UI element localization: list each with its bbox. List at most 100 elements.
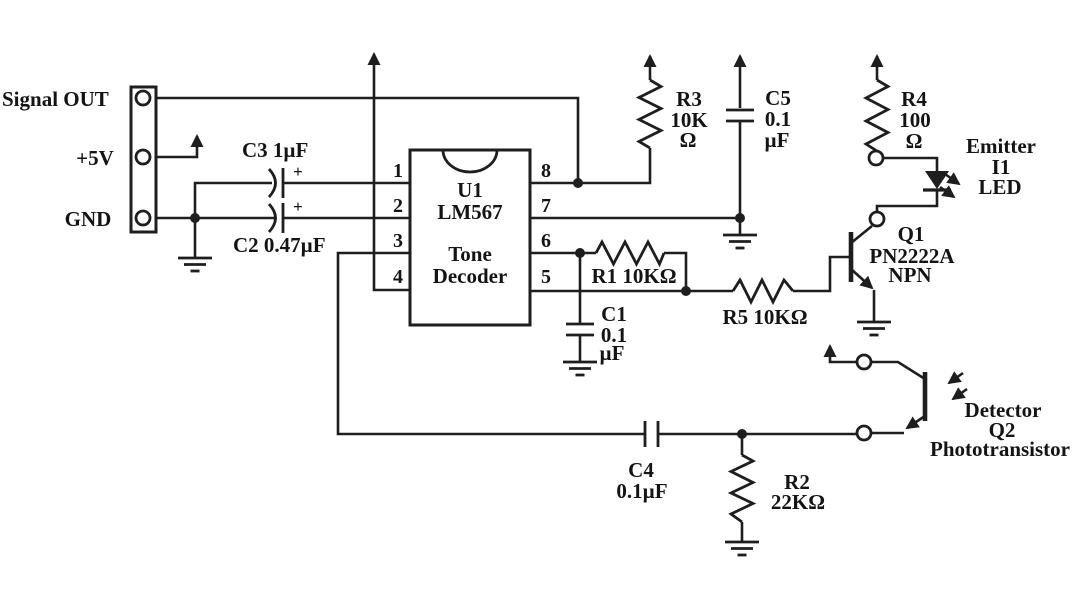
- label-q1-type: NPN: [888, 263, 931, 287]
- terminal-signal-out: [134, 89, 152, 107]
- pin-number-8: 8: [541, 160, 551, 182]
- resistor-r2: [727, 453, 757, 524]
- ground-symbol: [855, 320, 893, 337]
- resistor-r5: [731, 276, 795, 306]
- pin-number-6: 6: [541, 230, 551, 252]
- c2-curved-plate: [267, 203, 277, 233]
- led-terminal-bottom: [868, 210, 886, 228]
- label-c2: C2 0.47µF: [233, 233, 326, 257]
- label-q1-part: PN2222A: [869, 244, 955, 268]
- label-c4-value: 0.1µF: [616, 479, 667, 503]
- label-r3-value: 10K: [670, 108, 708, 132]
- wire-pin4-vplus: [367, 52, 410, 292]
- q2-terminal-top: [855, 353, 873, 371]
- label-gnd: GND: [65, 207, 112, 231]
- ic-refdes: U1: [457, 178, 483, 202]
- connector-header: [129, 85, 158, 234]
- label-r3-ref: R3: [676, 87, 702, 111]
- led-light-arrow: [939, 185, 956, 199]
- label-r3-unit: Ω: [680, 128, 697, 152]
- label-5v: +5V: [76, 146, 114, 170]
- led-light-arrow: [944, 172, 961, 186]
- pin-number-4: 4: [393, 266, 403, 288]
- label-c1-unit: µF: [600, 341, 625, 365]
- ic-u1-lm567: [408, 148, 532, 327]
- wire-pin3-to-c4: [336, 251, 645, 436]
- pin-number-3: 3: [393, 230, 403, 252]
- label-i1-ref: I1: [992, 155, 1011, 179]
- label-c5-ref: C5: [765, 86, 791, 110]
- junction-dots: [190, 178, 747, 439]
- q2-light-arrow: [951, 387, 968, 401]
- junction-dot: [575, 248, 585, 258]
- ic-body: [408, 148, 532, 327]
- terminal-gnd: [134, 209, 152, 227]
- junction-dot: [735, 213, 745, 223]
- junction-dot: [573, 178, 583, 188]
- q2-terminal-bottom: [855, 424, 873, 442]
- label-signal-out: Signal OUT: [2, 87, 109, 111]
- wire-r5-to-q1-base: [793, 255, 849, 293]
- capacitor-c3: [267, 168, 285, 198]
- led-i1-emitter: [867, 149, 961, 228]
- capacitors: [267, 108, 754, 447]
- wire-5v-supply-arrow: [150, 134, 204, 159]
- label-c4-ref: C4: [628, 458, 654, 482]
- ground-symbol: [721, 233, 759, 250]
- labels: Signal OUT +5V GND C3 1µF + C2 0.47µF + …: [2, 86, 1070, 514]
- resistor-r3: [635, 78, 665, 150]
- wire-signal-out: [150, 96, 580, 183]
- ground-symbol: [723, 540, 761, 557]
- label-c5-value: 0.1: [765, 107, 791, 131]
- label-r4-unit: Ω: [906, 129, 923, 153]
- label-c5-unit: µF: [765, 128, 790, 152]
- pin-number-1: 1: [393, 160, 403, 182]
- label-emitter: Emitter: [966, 134, 1036, 158]
- q2-emitter: [905, 414, 926, 430]
- label-detector: Detector: [965, 398, 1042, 422]
- c2-polarity-plus: +: [293, 197, 303, 216]
- phototransistor-q2-detector: [855, 353, 968, 442]
- capacitor-c2: [267, 203, 285, 233]
- q1-emitter: [850, 268, 874, 290]
- capacitor-c4: [643, 421, 660, 447]
- wire-led-anode: [883, 156, 939, 171]
- ic-part-number: LM567: [437, 200, 502, 224]
- terminal-5v: [134, 148, 152, 166]
- capacitor-c5: [726, 108, 754, 123]
- junction-dot: [737, 429, 747, 439]
- wire-q2-collector-supply: [823, 344, 857, 364]
- q2-light-arrow: [947, 371, 964, 385]
- resistors: [594, 78, 892, 524]
- ic-notch: [441, 149, 499, 174]
- wire-net: [150, 52, 939, 542]
- junction-dot: [681, 286, 691, 296]
- wire-led-cathode: [875, 190, 939, 212]
- label-q1-ref: Q1: [898, 222, 925, 246]
- c3-curved-plate: [267, 168, 277, 198]
- ground-symbol: [561, 360, 599, 377]
- wire-q2-collector: [871, 360, 926, 381]
- ic-function-line2: Decoder: [433, 264, 508, 288]
- pin-number-2: 2: [393, 195, 403, 217]
- wire-q1-collector: [850, 224, 873, 245]
- capacitor-c1: [566, 322, 594, 337]
- label-phototransistor: Phototransistor: [930, 437, 1070, 461]
- junction-dot: [190, 213, 200, 223]
- label-q2-ref: Q2: [989, 418, 1016, 442]
- c3-polarity-plus: +: [293, 162, 303, 181]
- label-c3: C3 1µF: [242, 138, 308, 162]
- resistor-r4: [862, 78, 892, 153]
- label-r5: R5 10KΩ: [722, 305, 807, 329]
- label-led: LED: [978, 175, 1021, 199]
- ground-symbol: [176, 256, 214, 273]
- label-r4-ref: R4: [901, 87, 927, 111]
- label-r2-value: 22KΩ: [771, 490, 825, 514]
- label-r2-ref: R2: [784, 470, 810, 494]
- ic-function-line1: Tone: [448, 242, 492, 266]
- pin-number-5: 5: [541, 266, 551, 288]
- label-r1: R1 10KΩ: [591, 264, 676, 288]
- resistor-r1: [594, 238, 666, 268]
